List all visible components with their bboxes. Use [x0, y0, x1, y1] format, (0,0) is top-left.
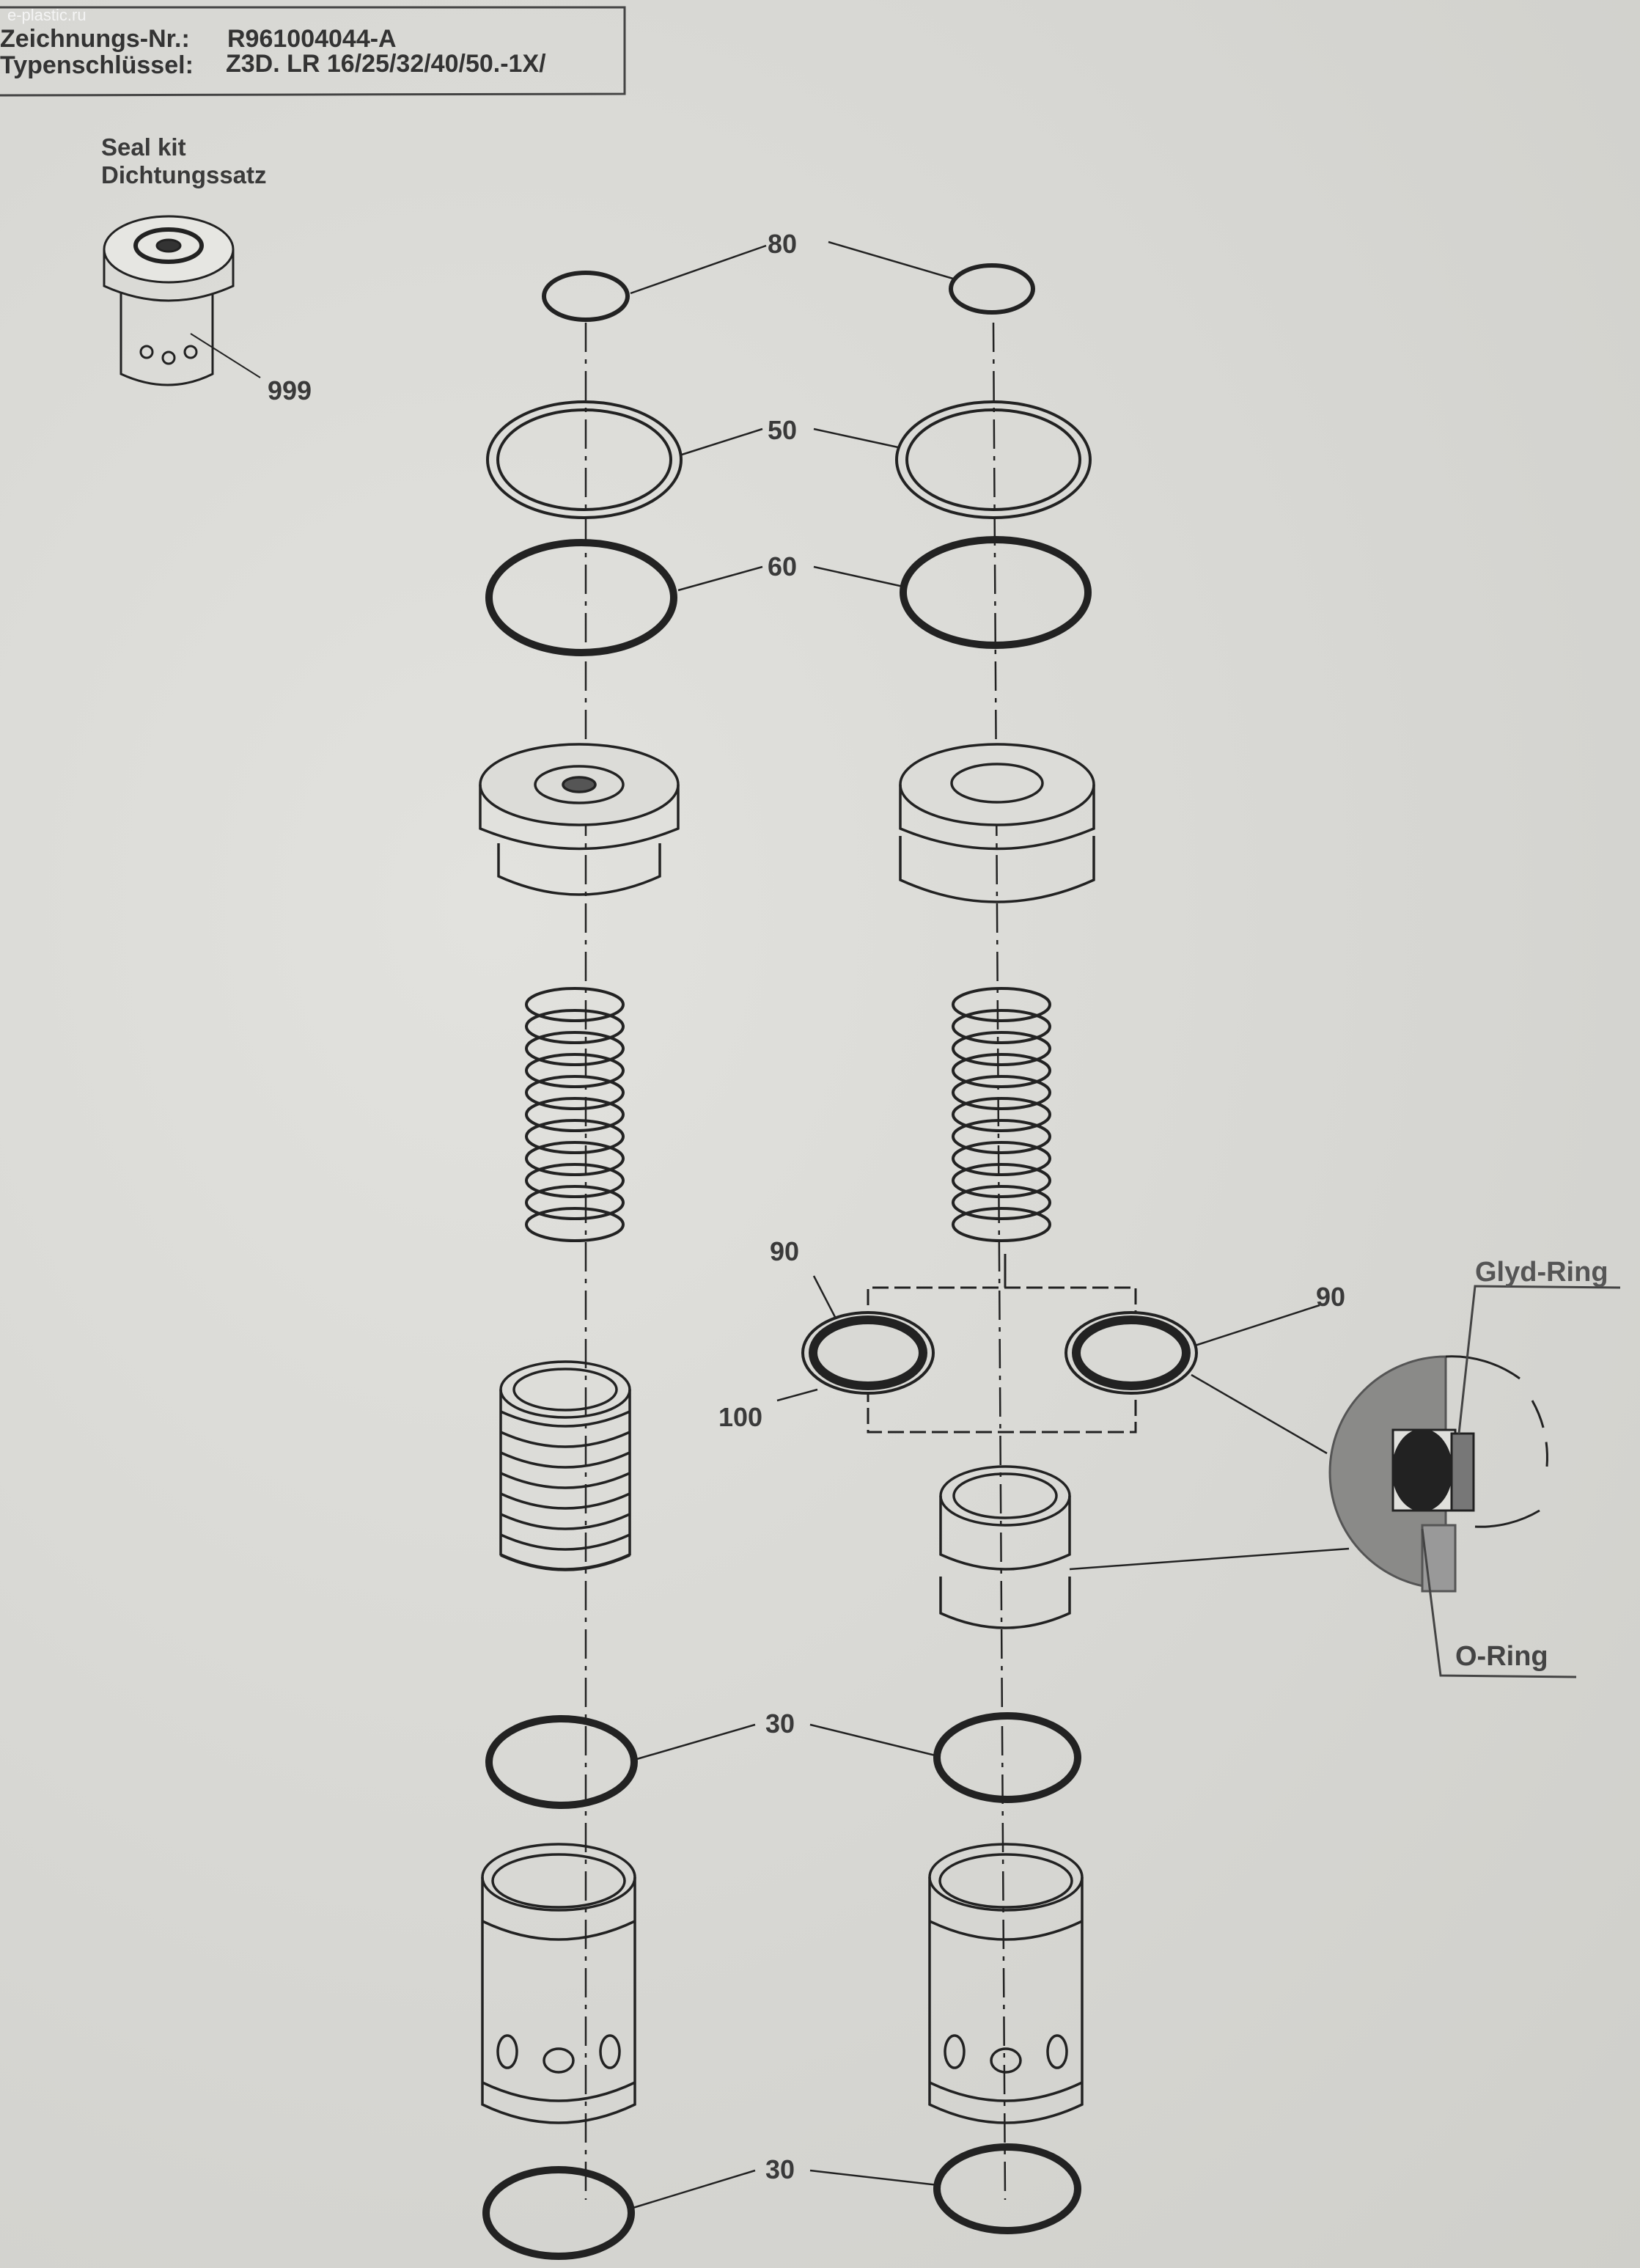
backup-ring-50: [486, 400, 1092, 519]
seal-carrier: [939, 1465, 1071, 1629]
cylinder-port-hole: [990, 2047, 1022, 2074]
spring: [525, 987, 1051, 1242]
seal-detail-view: [1069, 1285, 1621, 1678]
type-key: Z3D. LR 16/25/32/40/50.-1X/: [226, 50, 546, 78]
seal-kit-title: Seal kit: [101, 133, 186, 161]
drawing-number-label: Zeichnungs-Nr.:: [0, 25, 190, 53]
spring-coil: [952, 1097, 1051, 1132]
cylinder-groove: [482, 1920, 636, 1941]
part-label-30-top: 30: [765, 1709, 795, 1739]
cylinder-bore: [938, 1853, 1073, 1909]
spring-coil: [952, 1207, 1051, 1242]
o-ring-label: O-Ring: [1455, 1641, 1548, 1672]
part-label-60: 60: [768, 551, 798, 581]
leader-lines: [630, 241, 1320, 2210]
seal-kit-title-de: Dichtungssatz: [101, 161, 267, 188]
spring-coil: [525, 1119, 625, 1154]
o-ring-30: [482, 1712, 1081, 2260]
spring-coil: [525, 1009, 625, 1044]
spring-coil: [952, 1163, 1051, 1198]
spring-coil: [952, 1031, 1051, 1066]
spring-coil: [952, 987, 1051, 1022]
sleeve-groove: [500, 1431, 630, 1448]
sleeve-bore: [512, 1368, 618, 1412]
sleeve-groove: [500, 1410, 630, 1428]
cylinder-port-hole: [599, 2034, 621, 2069]
cylinder-groove: [482, 2081, 636, 2102]
part-label-999: 999: [268, 375, 312, 405]
glyd-ring-90: [801, 1254, 1198, 1434]
part-label-50: 50: [768, 415, 798, 445]
spring-coil: [525, 1097, 625, 1132]
part-label-90-right: 90: [1316, 1282, 1346, 1312]
cylinder-port-hole: [543, 2047, 575, 2074]
cylinder-body: [481, 1877, 636, 2124]
spring-coil: [525, 1207, 625, 1242]
cylinder-body: [928, 1877, 1084, 2124]
grooved-sleeve: [499, 1360, 631, 1571]
o-ring-60: [485, 536, 1092, 656]
spring-coil: [525, 1031, 625, 1066]
sleeve-groove: [500, 1533, 630, 1551]
cylinder-port-hole: [496, 2034, 518, 2069]
cylinder-groove: [929, 2081, 1083, 2102]
part-label-100: 100: [718, 1402, 763, 1432]
spring-coil: [952, 1053, 1051, 1088]
part-label-90-left: 90: [770, 1236, 800, 1266]
part-label-30-bottom: 30: [765, 2154, 795, 2184]
part-label-80: 80: [768, 229, 798, 259]
spring-coil: [952, 1185, 1051, 1220]
drawing-number: R961004044-A: [227, 25, 397, 53]
spring-coil: [525, 1075, 625, 1110]
spring-coil: [952, 1009, 1051, 1044]
spring-coil: [952, 1141, 1051, 1176]
o-ring-80: [542, 263, 1035, 322]
spring-coil: [952, 1075, 1051, 1110]
center-axes: [584, 322, 1007, 2201]
cylinder-port-hole: [944, 2034, 966, 2069]
spring-coil: [525, 1163, 625, 1198]
cylinder-bore: [491, 1853, 626, 1909]
sleeve-groove: [500, 1513, 630, 1530]
spring-coil: [525, 1141, 625, 1176]
spring-coil: [952, 1119, 1051, 1154]
seal-kit-icon: [103, 215, 261, 386]
header-box: [0, 6, 626, 97]
spring-coil: [525, 987, 625, 1022]
spring-coil: [525, 1053, 625, 1088]
sleeve-groove: [500, 1451, 630, 1469]
spring-coil: [525, 1185, 625, 1220]
sleeve-groove: [500, 1472, 630, 1489]
watermark: e-plastic.ru: [7, 6, 87, 24]
cylinder-port-hole: [1046, 2034, 1068, 2069]
sleeve-groove: [500, 1492, 630, 1510]
sleeve-body: [499, 1390, 631, 1571]
type-key-label: Typenschlüssel:: [0, 51, 194, 79]
piston: [479, 743, 1095, 903]
glyd-ring-label: Glyd-Ring: [1475, 1257, 1608, 1288]
cylinder-groove: [929, 1920, 1083, 1941]
cartridge-sleeve: [481, 1843, 1084, 2124]
